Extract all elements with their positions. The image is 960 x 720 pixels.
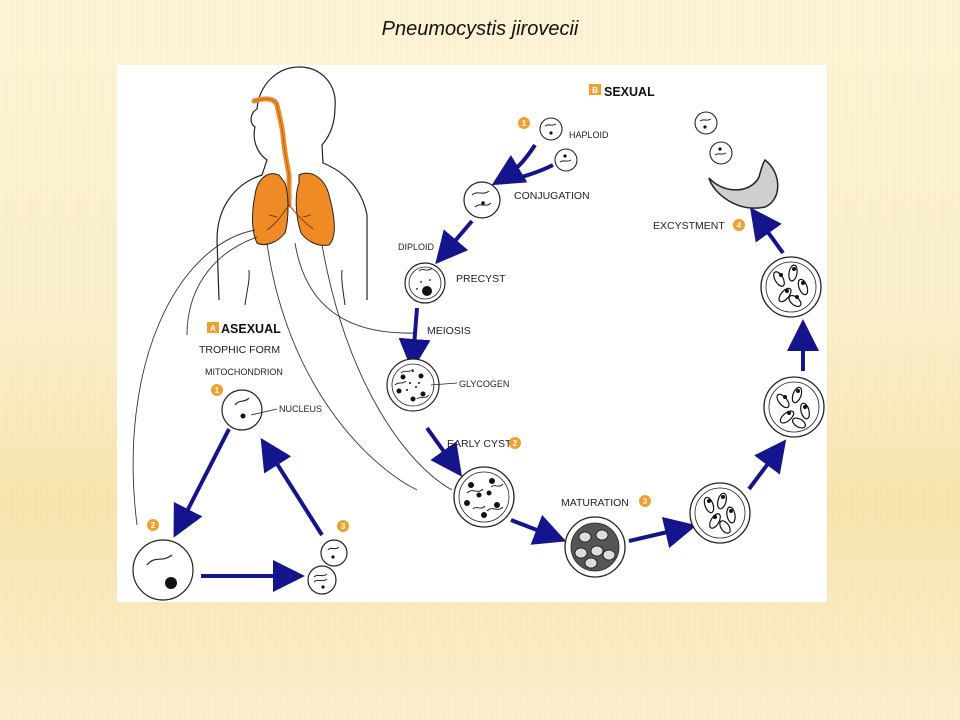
glycogen-label: GLYCOGEN (459, 379, 509, 389)
svg-text:2: 2 (513, 439, 518, 448)
sexual-badge (589, 84, 601, 95)
svg-text:1: 1 (522, 119, 527, 128)
haploid-arrow-a (491, 143, 537, 186)
maturation-label: MATURATION (561, 497, 629, 509)
conjugation-cell (463, 181, 501, 219)
left-lung (252, 173, 289, 246)
svg-text:B: B (592, 86, 598, 95)
svg-text:4: 4 (737, 221, 742, 230)
empty-cyst-wall (708, 158, 779, 209)
body-outline (216, 66, 368, 300)
haploid-cell-b (554, 148, 578, 172)
sexual-step-2-badge (509, 437, 521, 449)
sexual-heading: SEXUAL (604, 85, 655, 99)
asexual-step-3-badge (337, 520, 349, 532)
excystment-label: EXCYSTMENT (653, 220, 725, 232)
arrow-to-precyst (435, 219, 474, 265)
mature-cyst-cell-1 (689, 482, 751, 544)
trophic-form-label: TROPHIC FORM (199, 344, 280, 356)
precyst-cell (404, 262, 446, 304)
svg-text:2: 2 (151, 521, 156, 530)
sexual-step-4-badge (733, 219, 745, 231)
arrow-to-mature-cyst (628, 516, 697, 549)
arrow-to-maturation (510, 514, 567, 545)
nucleus-label: NUCLEUS (279, 404, 322, 414)
lifecycle-diagram: A ASEXUAL TROPHIC FORM MITOCHONDRION 1 N… (132, 66, 825, 601)
sexual-cycle: B SEXUAL 1 HAPLOID CONJUGATION DIPLOID P… (386, 84, 825, 578)
arrow-to-early-cyst (425, 426, 462, 477)
arrow-to-mature-cyst-2 (747, 439, 787, 491)
arrow-to-excystment (749, 207, 785, 255)
precyst-label: PRECYST (456, 273, 506, 285)
asexual-cycle: A ASEXUAL TROPHIC FORM MITOCHONDRION 1 N… (132, 322, 349, 601)
svg-text:3: 3 (341, 522, 346, 531)
haploid-arrow-b (506, 163, 554, 183)
early-cyst-label: EARLY CYST (447, 438, 512, 450)
asexual-arrow-1-2 (173, 428, 231, 538)
released-trophozoite-b (709, 141, 733, 165)
lifecycle-diagram-panel: A ASEXUAL TROPHIC FORM MITOCHONDRION 1 N… (117, 65, 827, 602)
trophic-daughter-cell-b (307, 565, 337, 595)
sexual-step-3-badge (639, 495, 651, 507)
asexual-step-2-badge (147, 519, 159, 531)
arrow-meiosis (398, 307, 431, 371)
sexual-step-1-badge (518, 117, 530, 129)
svg-text:3: 3 (643, 497, 648, 506)
conjugation-label: CONJUGATION (514, 190, 590, 202)
haploid-cell-a (539, 117, 563, 141)
trophic-cell-1 (221, 389, 263, 431)
diploid-label: DIPLOID (398, 242, 435, 252)
svg-text:A: A (210, 324, 216, 333)
mitochondrion-label: MITOCHONDRION (205, 367, 283, 377)
svg-text:1: 1 (215, 386, 220, 395)
trophic-daughter-cell-a (320, 539, 348, 567)
asexual-heading: ASEXUAL (221, 322, 281, 336)
released-trophozoite-a (694, 111, 718, 135)
asexual-arrow-3-1 (260, 437, 324, 537)
asexual-badge (207, 322, 219, 333)
trophic-cell-2 (132, 539, 194, 601)
mature-cyst-cell-3 (760, 256, 822, 318)
meiosis-label: MEIOSIS (427, 325, 471, 337)
connector-lines (132, 229, 453, 526)
early-cyst-cell (453, 466, 515, 528)
asexual-step-1-badge (211, 384, 223, 396)
right-lung (295, 172, 335, 246)
slide-title: Pneumocystis jirovecii (381, 18, 579, 40)
bronchi (266, 204, 314, 231)
glycogen-cell (386, 358, 440, 412)
human-figure (216, 66, 368, 306)
haploid-label: HAPLOID (569, 130, 609, 140)
mature-cyst-cell-2 (763, 376, 825, 438)
